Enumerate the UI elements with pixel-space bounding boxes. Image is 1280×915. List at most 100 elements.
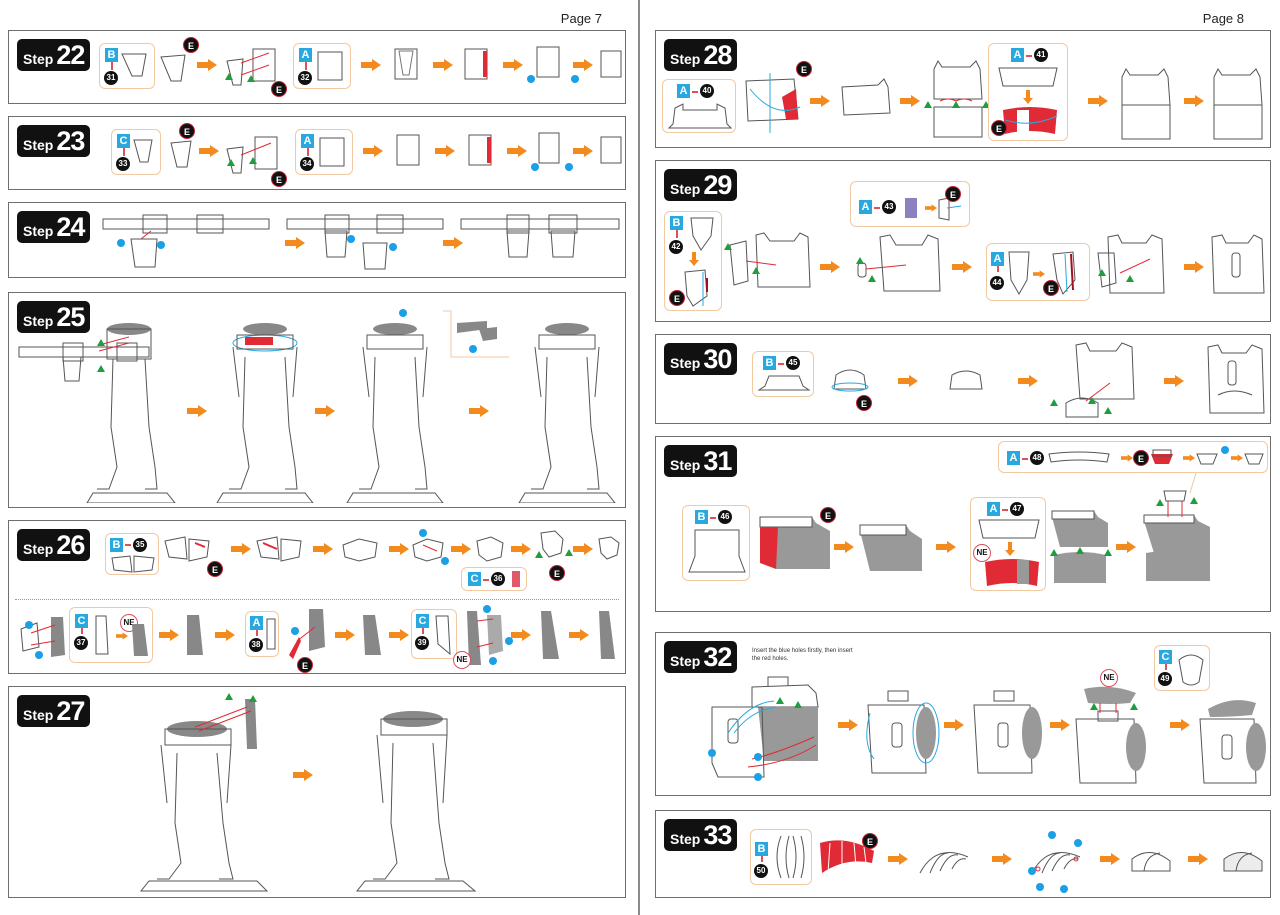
arrow-right-icon [1164, 375, 1184, 387]
part-figure [120, 50, 150, 80]
arrow-right-icon [313, 543, 333, 555]
assembly-figure [595, 609, 619, 661]
tab-marker-icon [249, 695, 257, 702]
assembly-figure [1243, 448, 1265, 468]
page-number: Page 8 [1202, 11, 1244, 26]
assembly-figure [537, 131, 563, 167]
tab-marker-icon [1090, 703, 1098, 710]
instruction-note: Insert the blue holes firstly, then inse… [752, 648, 853, 662]
assembly-figure [535, 45, 563, 81]
tab-marker-icon [924, 101, 932, 108]
sheet-tag: A [1007, 451, 1020, 465]
part-number: 36 [491, 572, 505, 586]
assembly-figure [1056, 341, 1146, 421]
assembly-figure [1195, 448, 1219, 468]
glue-marker-e: E [271, 81, 287, 97]
sheet-tag: A [250, 616, 263, 630]
assembly-figure [946, 367, 986, 393]
sheet-tag: B [670, 216, 683, 230]
glue-marker-e: E [207, 561, 223, 577]
part-figure [975, 518, 1043, 540]
arrow-right-icon [1231, 454, 1243, 462]
sheet-tag: A [677, 84, 690, 98]
arrow-right-icon [898, 375, 918, 387]
arrow-right-icon [1183, 454, 1195, 462]
part-number: 35 [133, 538, 147, 552]
tab-marker-icon [868, 275, 876, 282]
arrow-right-icon [1121, 454, 1133, 462]
assembly-figure [599, 135, 623, 167]
sheet-tag: C [416, 614, 429, 628]
assembly-figure [475, 535, 505, 563]
tab-marker-icon [1050, 399, 1058, 406]
glue-marker-e: E [1043, 280, 1059, 296]
part-number: 34 [300, 157, 314, 171]
arrow-right-icon [838, 719, 858, 731]
arrow-right-icon [199, 145, 219, 157]
hole-marker-icon [157, 241, 165, 249]
figurine-legs-figure [127, 693, 277, 893]
tab-marker-icon [1050, 549, 1058, 556]
part-figure [132, 136, 156, 166]
assembly-figure [681, 268, 717, 308]
arrow-right-icon [900, 95, 920, 107]
arrow-right-icon [315, 405, 335, 417]
assembly-figure [724, 231, 814, 307]
part-figure [757, 372, 811, 394]
detail-callout [443, 309, 509, 361]
figurine-legs-figure [343, 703, 483, 893]
sheet-tag: B [110, 538, 123, 552]
part-figure [995, 66, 1061, 88]
assembly-figure [916, 839, 972, 879]
tab-marker-icon [794, 701, 802, 708]
hole-marker-icon [1048, 831, 1056, 839]
assembly-figure [1196, 683, 1268, 787]
arrow-right-icon [443, 237, 463, 249]
parts-box: C 33 [111, 129, 161, 175]
part-number: 46 [718, 510, 732, 524]
hole-marker-icon [531, 163, 539, 171]
part-figure [1175, 650, 1207, 688]
tab-marker-icon [856, 257, 864, 264]
tab-marker-icon [752, 267, 760, 274]
part-figure [266, 618, 276, 650]
hole-marker-icon [419, 529, 427, 537]
arrow-right-icon [361, 59, 381, 71]
parts-box: A 48 E [998, 441, 1268, 473]
sheet-tag: A [1011, 48, 1024, 62]
assembly-figure [463, 607, 509, 667]
parts-box: B 50 [750, 829, 812, 885]
part-figure [169, 137, 195, 171]
part-figure [667, 100, 733, 130]
assembly-figure [1206, 233, 1268, 313]
hole-marker-icon [469, 345, 477, 353]
arrow-right-icon [834, 541, 854, 553]
hole-marker-icon [489, 657, 497, 665]
arrow-right-icon [433, 59, 453, 71]
tab-marker-icon [1098, 269, 1106, 276]
tab-marker-icon [97, 339, 105, 346]
part-figure [687, 526, 747, 578]
arrow-right-icon [335, 629, 355, 641]
parts-box: C 37 NE [69, 607, 153, 663]
part-number: 41 [1034, 48, 1048, 62]
arrow-right-icon [573, 145, 593, 157]
arrow-right-icon [469, 405, 489, 417]
part-number: 33 [116, 157, 130, 171]
part-figure [316, 50, 346, 84]
assembly-figure [970, 683, 1046, 787]
hole-marker-icon [754, 773, 762, 781]
glue-marker-e: E [1133, 450, 1149, 466]
part-number: 42 [669, 240, 683, 254]
arrow-right-icon [888, 853, 908, 865]
tab-marker-icon [249, 157, 257, 164]
glue-marker-e: E [945, 186, 961, 202]
arrow-right-icon [569, 629, 589, 641]
